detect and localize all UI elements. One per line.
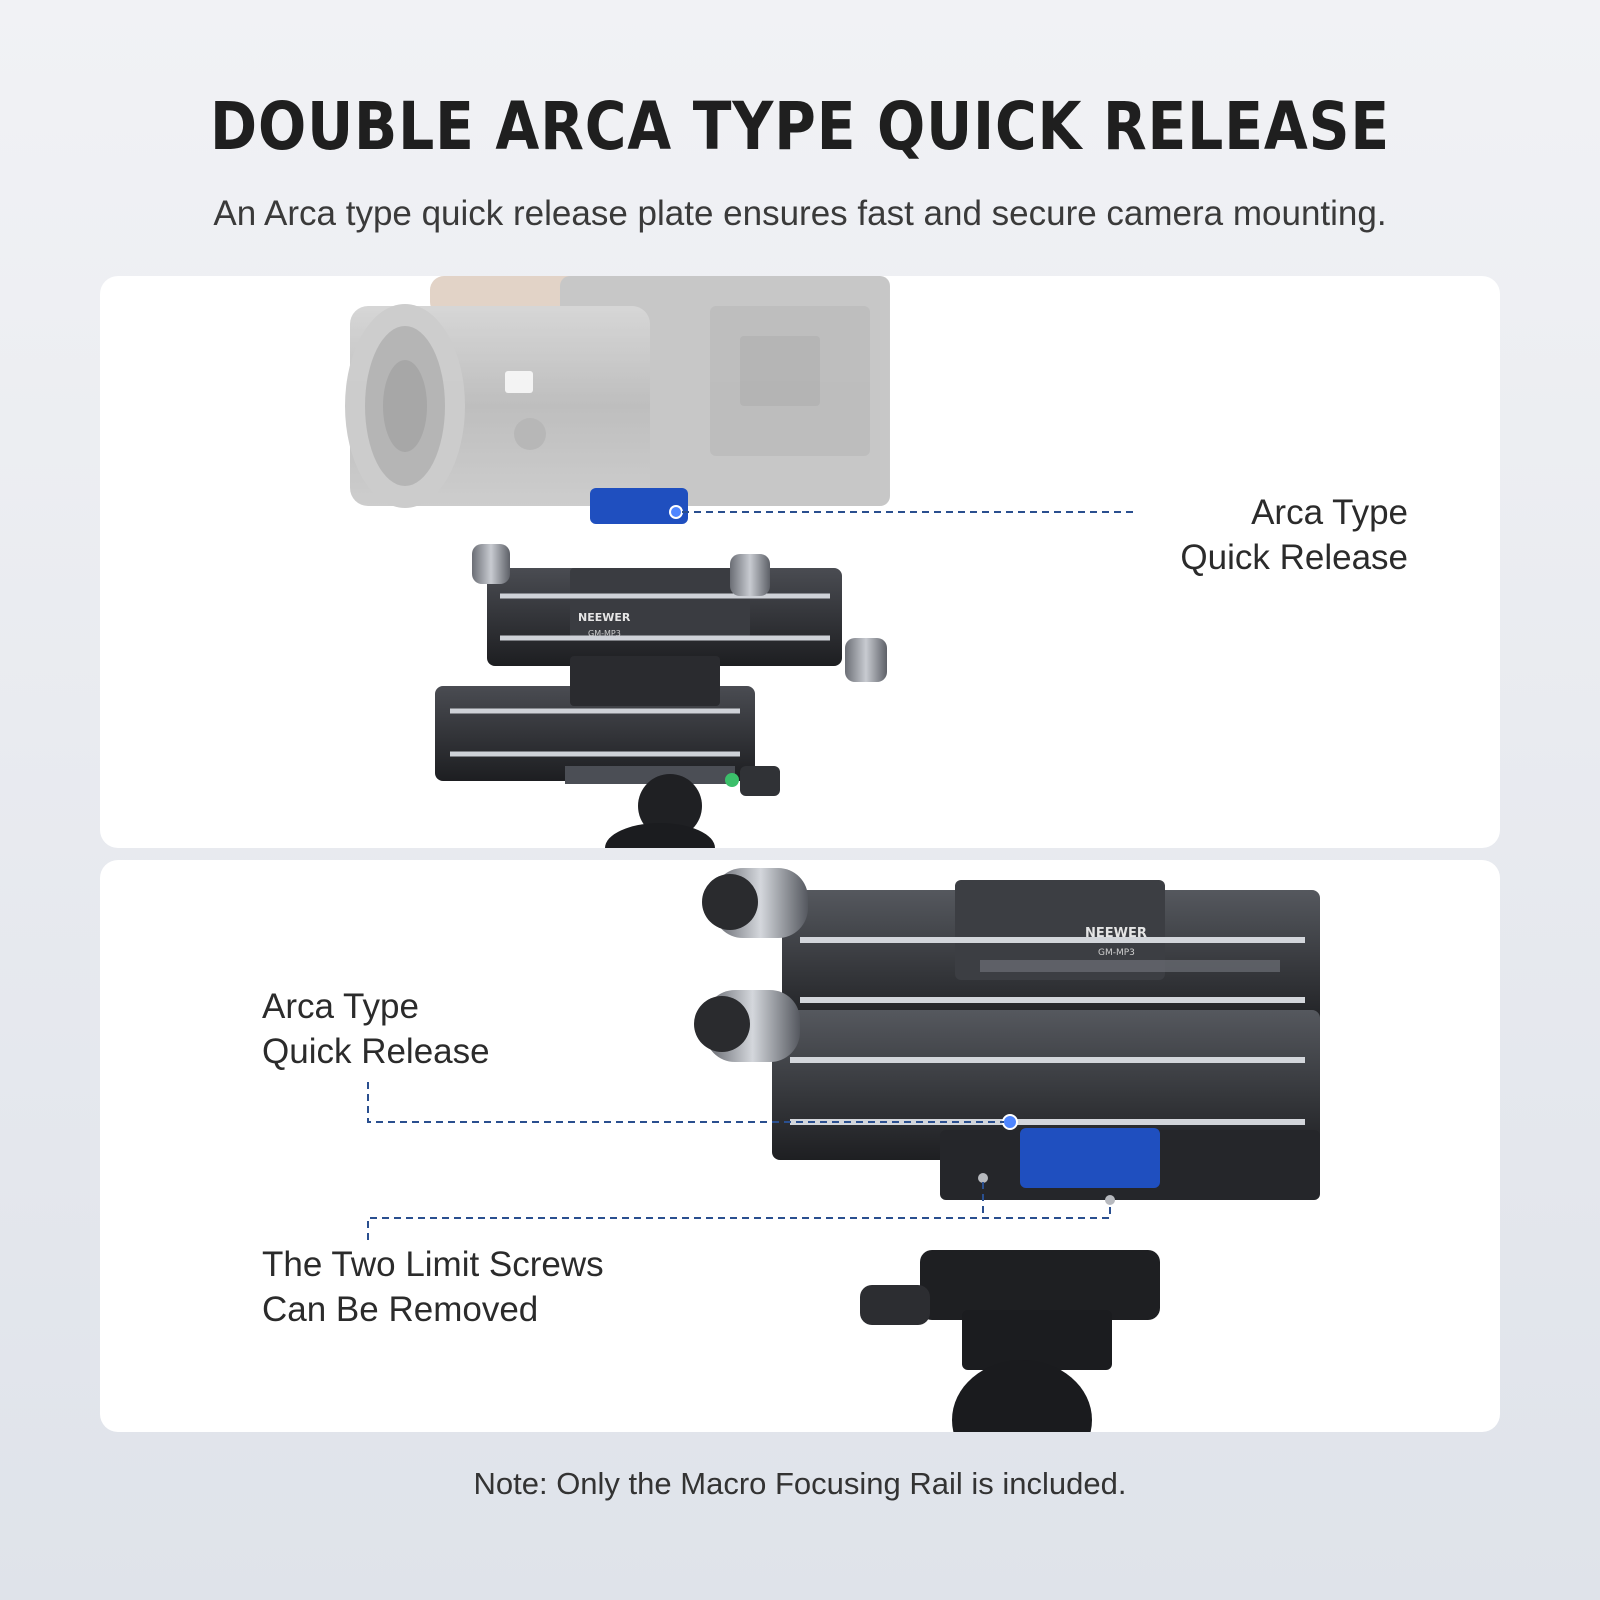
arca-plate-bottom bbox=[1020, 1128, 1160, 1188]
callout-line-release bbox=[367, 1082, 1004, 1123]
callout-limit-screws-line2: Can Be Removed bbox=[262, 1290, 539, 1329]
limit-screw-icon bbox=[978, 1173, 988, 1183]
ball-head-clamp bbox=[860, 1250, 1160, 1432]
top-product-panel: NEEWER GM-MP3 Arca Type Quick Release bbox=[100, 276, 1500, 848]
model-mark-top: GM-MP3 bbox=[588, 629, 621, 638]
double-rail-illustration: NEEWER GM-MP3 bbox=[367, 868, 1320, 1432]
brand-mark-bottom: NEEWER bbox=[1085, 926, 1147, 941]
footer-note: Note: Only the Macro Focusing Rail is in… bbox=[473, 1466, 1127, 1501]
limit-screw-icon bbox=[1105, 1195, 1115, 1205]
page-title: DOUBLE ARCA TYPE QUICK RELEASE bbox=[209, 88, 1391, 165]
callout-line-screws bbox=[367, 1205, 1111, 1240]
macro-rail-top bbox=[435, 568, 842, 848]
rail-lower bbox=[772, 1010, 1320, 1200]
brand-mark-top: NEEWER bbox=[578, 611, 631, 624]
bottom-product-panel: NEEWER GM-MP3 Arca Type Quick Release Th… bbox=[100, 860, 1500, 1432]
callout-arca-bottom: Arca Type Quick Release bbox=[262, 984, 662, 1074]
camera-on-rail-illustration: NEEWER GM-MP3 bbox=[345, 276, 1136, 848]
knob-icon bbox=[472, 544, 510, 584]
callout-arca-top-line2: Quick Release bbox=[1180, 538, 1408, 577]
callout-arca-top-line1: Arca Type bbox=[1251, 493, 1408, 532]
callout-limit-screws-line1: The Two Limit Screws bbox=[262, 1245, 604, 1284]
page-subtitle: An Arca type quick release plate ensures… bbox=[213, 194, 1387, 233]
knob-icon bbox=[730, 554, 770, 596]
knob-icon bbox=[845, 638, 887, 682]
model-mark-bottom: GM-MP3 bbox=[1098, 948, 1135, 958]
arca-plate-marker bbox=[669, 505, 683, 519]
arca-plate-top bbox=[590, 488, 688, 524]
callout-arca-bottom-line2: Quick Release bbox=[262, 1032, 490, 1071]
callout-limit-screws: The Two Limit Screws Can Be Removed bbox=[262, 1242, 722, 1332]
callout-arca-top: Arca Type Quick Release bbox=[980, 490, 1408, 580]
rail-upper bbox=[782, 880, 1320, 1030]
callout-arca-bottom-line1: Arca Type bbox=[262, 987, 419, 1026]
arca-plate-marker bbox=[1002, 1114, 1018, 1130]
camera-body-ghost bbox=[345, 276, 890, 508]
